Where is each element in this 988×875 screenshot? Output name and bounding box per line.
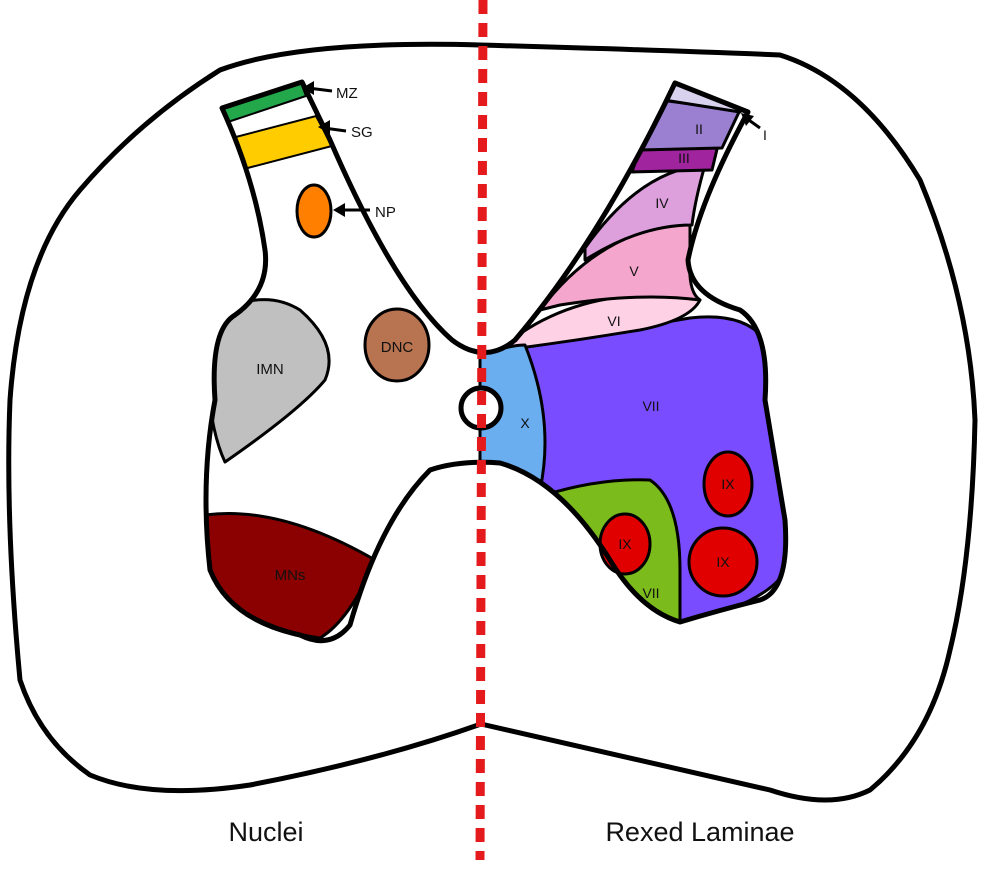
lamina-iv-label: IV <box>655 195 669 211</box>
midline-divider <box>475 0 488 861</box>
mz-label: MZ <box>336 85 358 102</box>
np-arrow <box>333 203 370 217</box>
lamina-ix-label-1: IX <box>721 476 735 492</box>
central-canal <box>458 385 504 431</box>
lamina-ii-label: II <box>695 121 703 137</box>
lamina-i-arrow <box>741 113 761 130</box>
np-label: NP <box>375 204 396 221</box>
lamina-ix-nucleus-1 <box>702 450 754 518</box>
lamina-x-label: X <box>520 415 530 431</box>
lamina-vi-label: VI <box>607 313 620 329</box>
sg-label: SG <box>351 124 373 141</box>
mz-arrow <box>302 81 333 95</box>
lamina-iv-region <box>583 163 707 262</box>
lamina-ix-label-3: IX <box>716 554 730 570</box>
np-nucleus <box>295 183 333 239</box>
dnc-nucleus <box>363 307 431 383</box>
grey-matter-outline <box>203 79 789 644</box>
lamina-ix-nucleus-3 <box>687 526 759 598</box>
mns-label: MNs <box>275 567 306 584</box>
lamina-v-label: V <box>629 263 639 279</box>
lamina-i-label: I <box>763 127 767 143</box>
dnc-label: DNC <box>381 339 414 356</box>
lamina-ix-label-2: IX <box>618 536 632 552</box>
lamina-vii-ventral-label: VII <box>642 585 659 601</box>
lamina-v-region <box>538 220 702 312</box>
cord-outline <box>6 41 978 803</box>
caption-rexed-laminae: Rexed Laminae <box>605 817 794 847</box>
caption-nuclei: Nuclei <box>228 817 303 847</box>
sg-arrow <box>318 120 347 134</box>
lamina-vii-label: VII <box>642 398 659 414</box>
imn-label: IMN <box>256 361 284 378</box>
lamina-iii-label: III <box>678 150 690 166</box>
